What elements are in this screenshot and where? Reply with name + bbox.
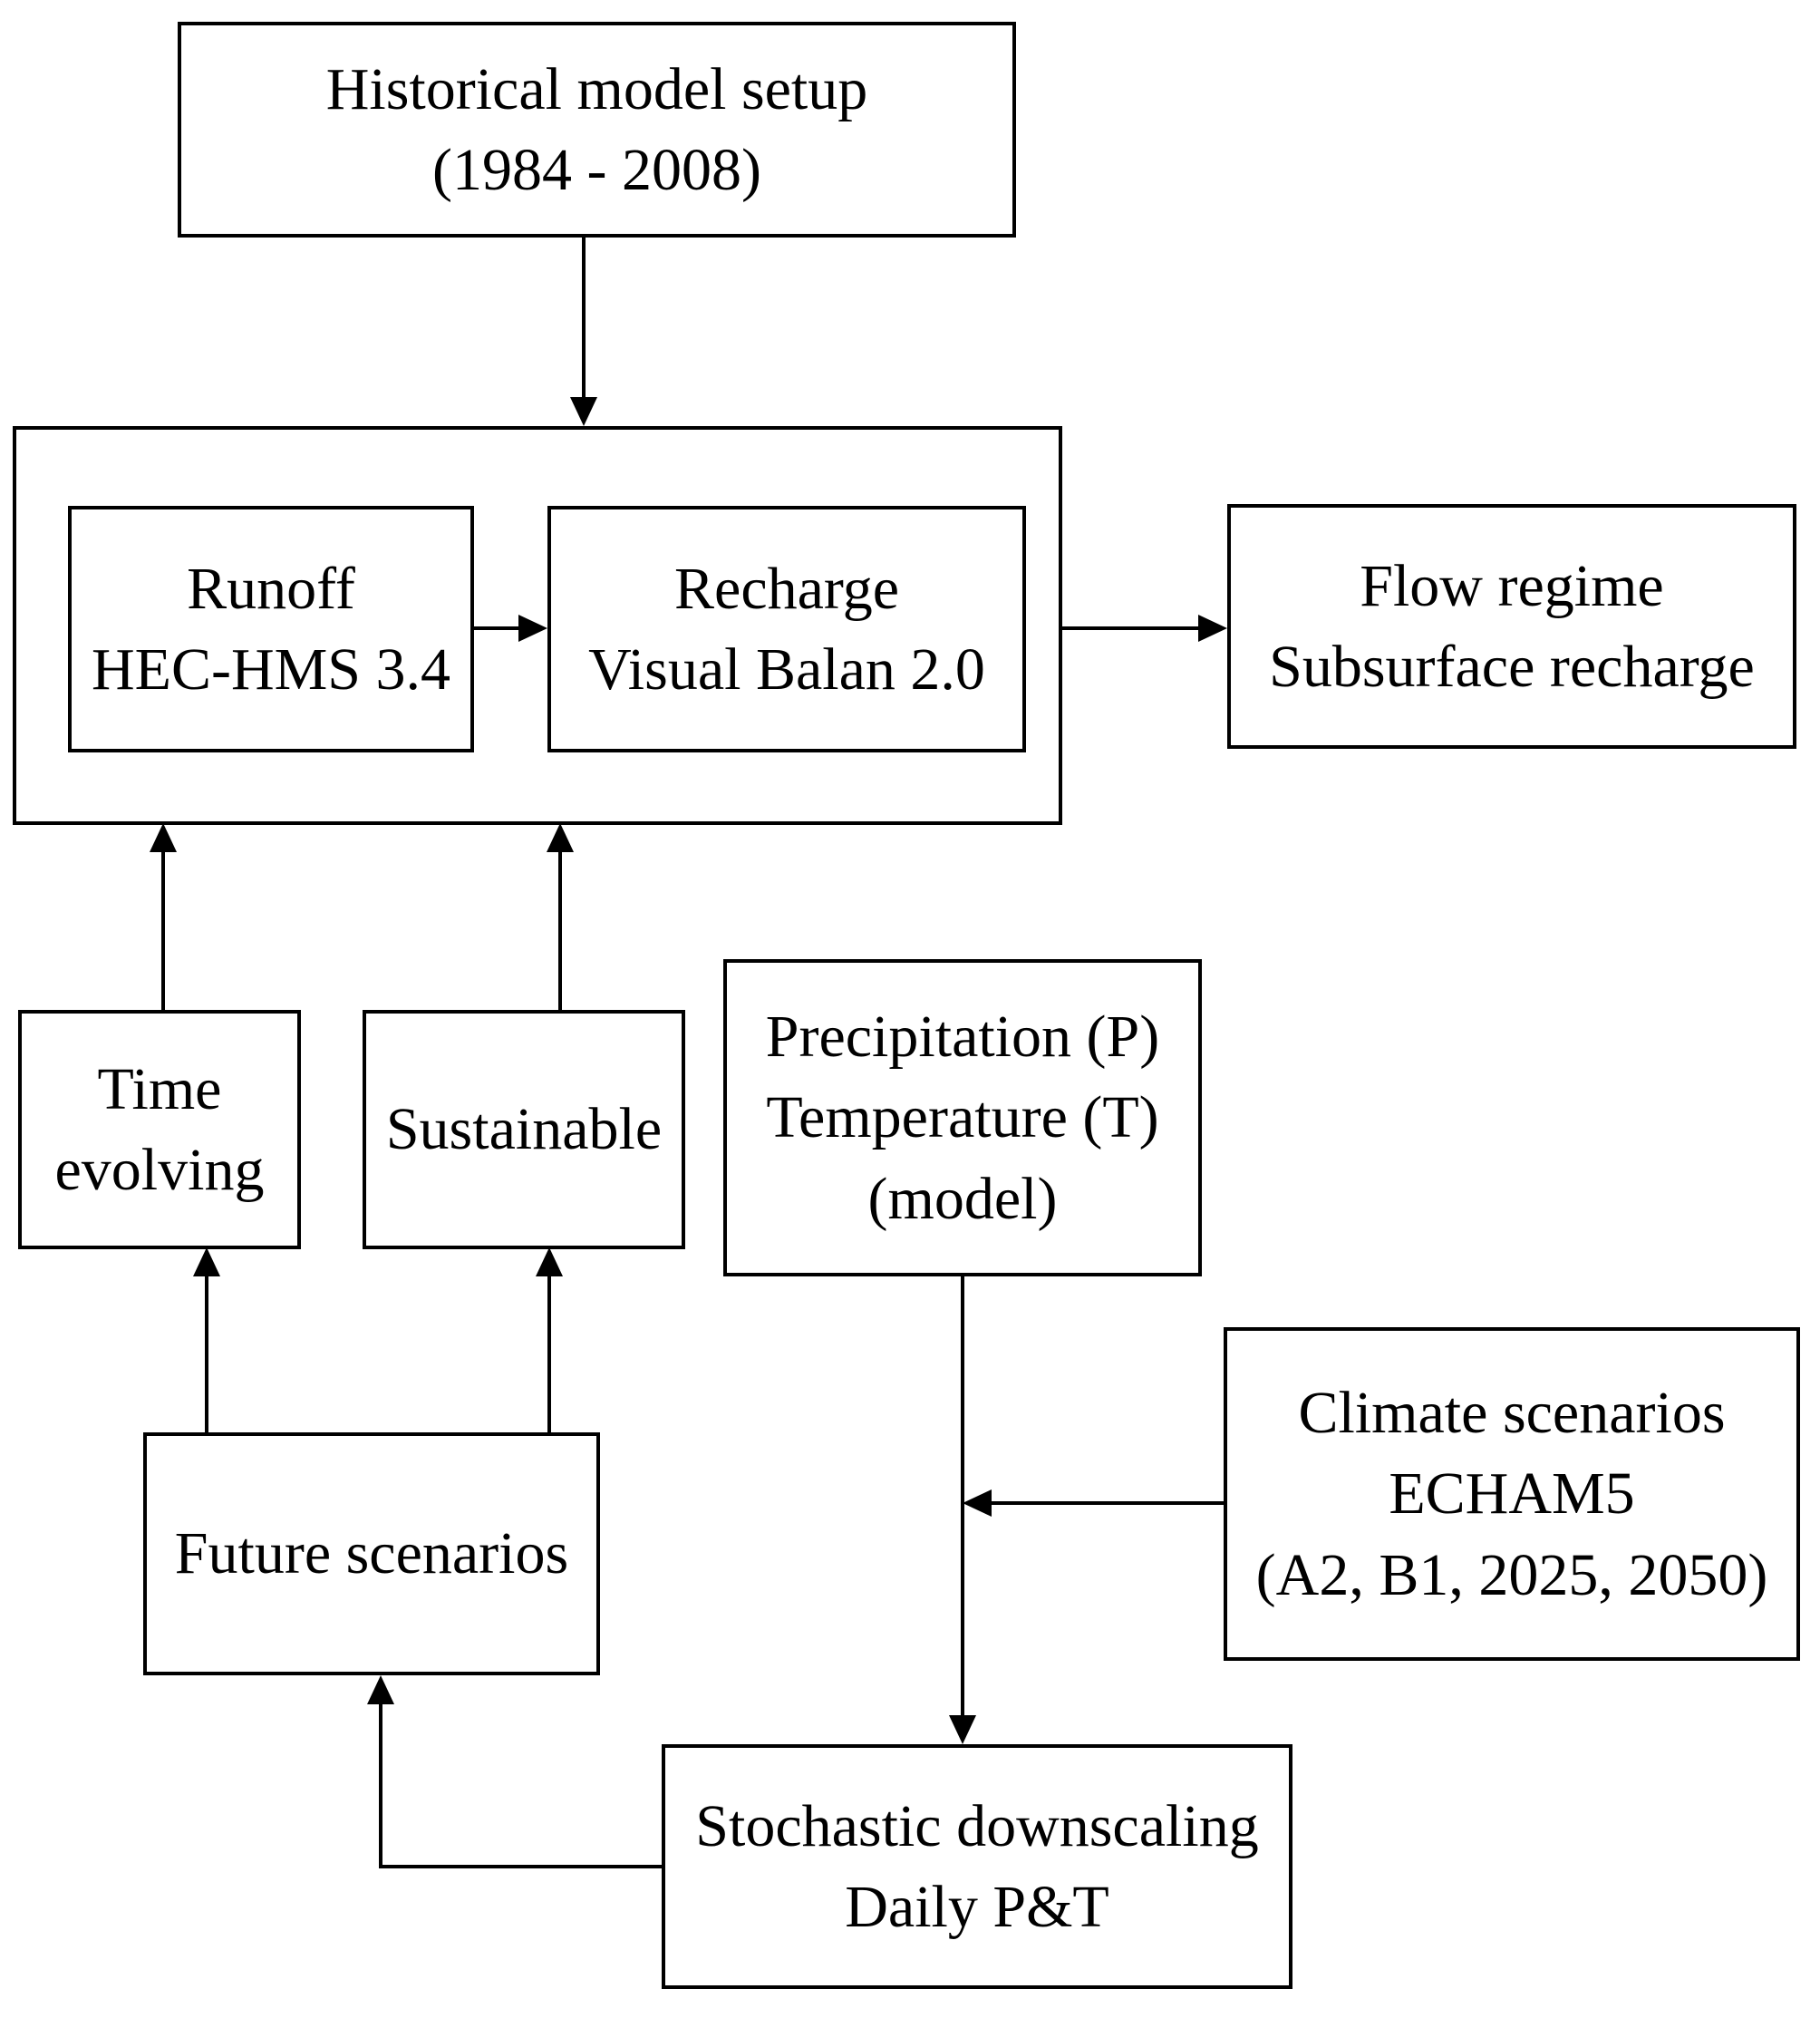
historical-line2: (1984 - 2008) (432, 137, 761, 203)
flow-regime-line1: Flow regime (1360, 552, 1664, 619)
arrow-models-to-flow-regime-line (1062, 626, 1198, 630)
time-evolving-box: Time evolving (18, 1010, 301, 1249)
future-line1: Future scenarios (174, 1520, 569, 1587)
arrow-historical-to-models-line (582, 238, 586, 399)
precipitation-line1: Precipitation (P) (765, 1004, 1160, 1071)
climate-line3: (A2, B1, 2025, 2050) (1255, 1541, 1768, 1608)
sustainable-line1: Sustainable (385, 1096, 663, 1163)
arrow-climate-to-downscaling-head (963, 1489, 992, 1517)
arrow-time-evolving-to-models-line (161, 850, 165, 1010)
flow-regime-box: Flow regime Subsurface recharge (1227, 504, 1796, 749)
arrow-historical-to-models-head (570, 397, 597, 426)
historical-model-setup-box: Historical model setup (1984 - 2008) (178, 22, 1016, 238)
arrow-time-evolving-to-models-head (150, 823, 177, 852)
arrow-future-to-sustainable-line (547, 1275, 551, 1432)
climate-line2: ECHAM5 (1389, 1460, 1635, 1528)
precipitation-line3: (model) (867, 1165, 1058, 1232)
arrow-stochastic-to-future-head (367, 1675, 394, 1704)
runoff-line1: Runoff (187, 555, 355, 622)
flow-regime-line2: Subsurface recharge (1269, 634, 1755, 700)
recharge-box: Recharge Visual Balan 2.0 (547, 506, 1026, 752)
runoff-line2: HEC-HMS 3.4 (91, 636, 451, 703)
recharge-line1: Recharge (674, 555, 899, 622)
arrow-future-to-sustainable-head (536, 1247, 563, 1276)
runoff-box: Runoff HEC-HMS 3.4 (68, 506, 474, 752)
arrow-sustainable-to-models-head (547, 823, 574, 852)
arrow-sustainable-to-models-line (558, 850, 562, 1010)
stochastic-line1: Stochastic downscaling (695, 1792, 1259, 1859)
arrow-models-to-flow-regime-head (1198, 615, 1227, 642)
historical-line1: Historical model setup (325, 55, 868, 122)
climate-line1: Climate scenarios (1298, 1380, 1726, 1447)
precipitation-line2: Temperature (T) (766, 1084, 1159, 1151)
stochastic-downscaling-box: Stochastic downscaling Daily P&T (662, 1744, 1292, 1989)
time-evolving-line2: evolving (54, 1137, 265, 1203)
sustainable-box: Sustainable (363, 1010, 685, 1249)
arrow-future-to-time-evolving-head (193, 1247, 220, 1276)
arrow-runoff-to-recharge-line (474, 626, 520, 630)
arrow-future-to-time-evolving-line (205, 1275, 208, 1432)
future-scenarios-box: Future scenarios (143, 1432, 600, 1675)
time-evolving-line1: Time (97, 1055, 222, 1122)
precipitation-temperature-box: Precipitation (P) Temperature (T) (model… (723, 959, 1202, 1276)
arrow-climate-to-downscaling-line (990, 1501, 1224, 1505)
arrow-stochastic-to-future-vline (379, 1703, 382, 1868)
arrow-precipitation-to-stochastic-head (949, 1715, 976, 1744)
arrow-runoff-to-recharge-head (518, 615, 547, 642)
climate-scenarios-box: Climate scenarios ECHAM5 (A2, B1, 2025, … (1224, 1327, 1800, 1661)
arrow-stochastic-to-future-hline (381, 1865, 662, 1868)
recharge-line2: Visual Balan 2.0 (588, 636, 985, 703)
stochastic-line2: Daily P&T (845, 1874, 1109, 1940)
